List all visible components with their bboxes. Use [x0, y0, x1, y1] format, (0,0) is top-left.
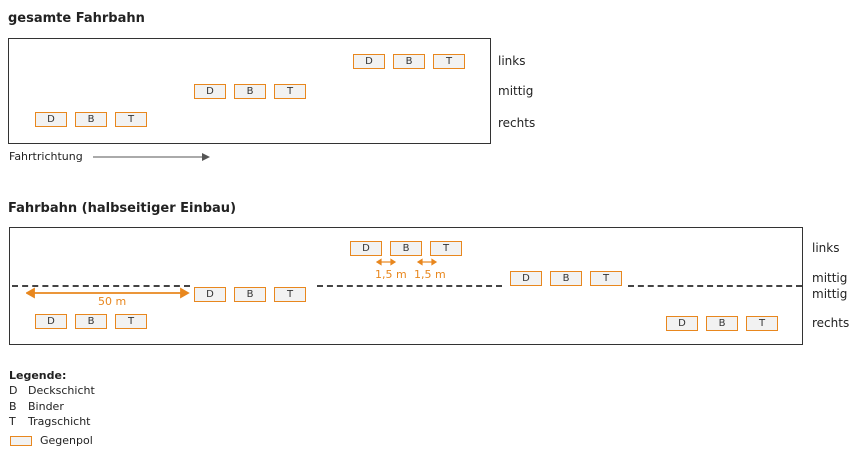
- box-bottom-mittig-b: B: [550, 271, 582, 286]
- top-title: gesamte Fahrbahn: [8, 11, 145, 26]
- box-bottom-mittig2-d: D: [194, 287, 226, 302]
- legend-swatch-text: Gegenpol: [40, 434, 93, 447]
- legend-text-d: Deckschicht: [28, 384, 95, 397]
- box-bottom-rechts2-d: D: [666, 316, 698, 331]
- box-bottom-rechts-t: T: [115, 314, 147, 329]
- box-top-mittig-d: D: [194, 84, 226, 99]
- center-line-segment-1: [12, 285, 190, 287]
- legend-text-b: Binder: [28, 400, 64, 413]
- top-road-frame: [8, 38, 491, 144]
- box-top-links-d: D: [353, 54, 385, 69]
- box-top-links-t: T: [433, 54, 465, 69]
- bottom-lane-label-rechts: rechts: [812, 316, 850, 330]
- legend-title: Legende:: [9, 369, 67, 382]
- box-top-rechts-d: D: [35, 112, 67, 127]
- box-bottom-rechts-b: B: [75, 314, 107, 329]
- bottom-road-frame: [9, 227, 803, 345]
- direction-arrow-icon: [93, 153, 210, 161]
- box-bottom-mittig-t: T: [590, 271, 622, 286]
- center-line-segment-3: [628, 285, 802, 287]
- box-top-links-b: B: [393, 54, 425, 69]
- box-bottom-links-d: D: [350, 241, 382, 256]
- dimension-50m-arrow-icon: [26, 287, 190, 299]
- box-top-mittig-t: T: [274, 84, 306, 99]
- legend-key-t: T: [9, 415, 16, 428]
- top-lane-label-links: links: [498, 54, 526, 68]
- bottom-lane-label-links: links: [812, 241, 840, 255]
- box-bottom-links-t: T: [430, 241, 462, 256]
- gap-dimension-1: 1,5 m: [375, 268, 407, 281]
- legend-swatch: [10, 436, 32, 446]
- gap-arrows-icon: [376, 258, 438, 266]
- box-bottom-rechts-d: D: [35, 314, 67, 329]
- box-bottom-mittig-d: D: [510, 271, 542, 286]
- gap-dimension-2: 1,5 m: [414, 268, 446, 281]
- dimension-50m-label: 50 m: [98, 295, 127, 308]
- box-top-rechts-t: T: [115, 112, 147, 127]
- legend-key-d: D: [9, 384, 18, 397]
- box-top-rechts-b: B: [75, 112, 107, 127]
- legend-text-t: Tragschicht: [28, 415, 91, 428]
- direction-label: Fahrtrichtung: [9, 150, 83, 163]
- legend-key-b: B: [9, 400, 17, 413]
- top-lane-label-mittig: mittig: [498, 84, 534, 98]
- center-line-segment-2: [317, 285, 502, 287]
- box-bottom-rechts2-b: B: [706, 316, 738, 331]
- bottom-lane-label-mittig: mittig: [812, 271, 848, 285]
- bottom-lane-label-mittig-2: mittig: [812, 287, 848, 301]
- box-bottom-mittig2-t: T: [274, 287, 306, 302]
- box-bottom-links-b: B: [390, 241, 422, 256]
- box-top-mittig-b: B: [234, 84, 266, 99]
- bottom-title: Fahrbahn (halbseitiger Einbau): [8, 201, 237, 216]
- top-lane-label-rechts: rechts: [498, 116, 536, 130]
- box-bottom-mittig2-b: B: [234, 287, 266, 302]
- box-bottom-rechts2-t: T: [746, 316, 778, 331]
